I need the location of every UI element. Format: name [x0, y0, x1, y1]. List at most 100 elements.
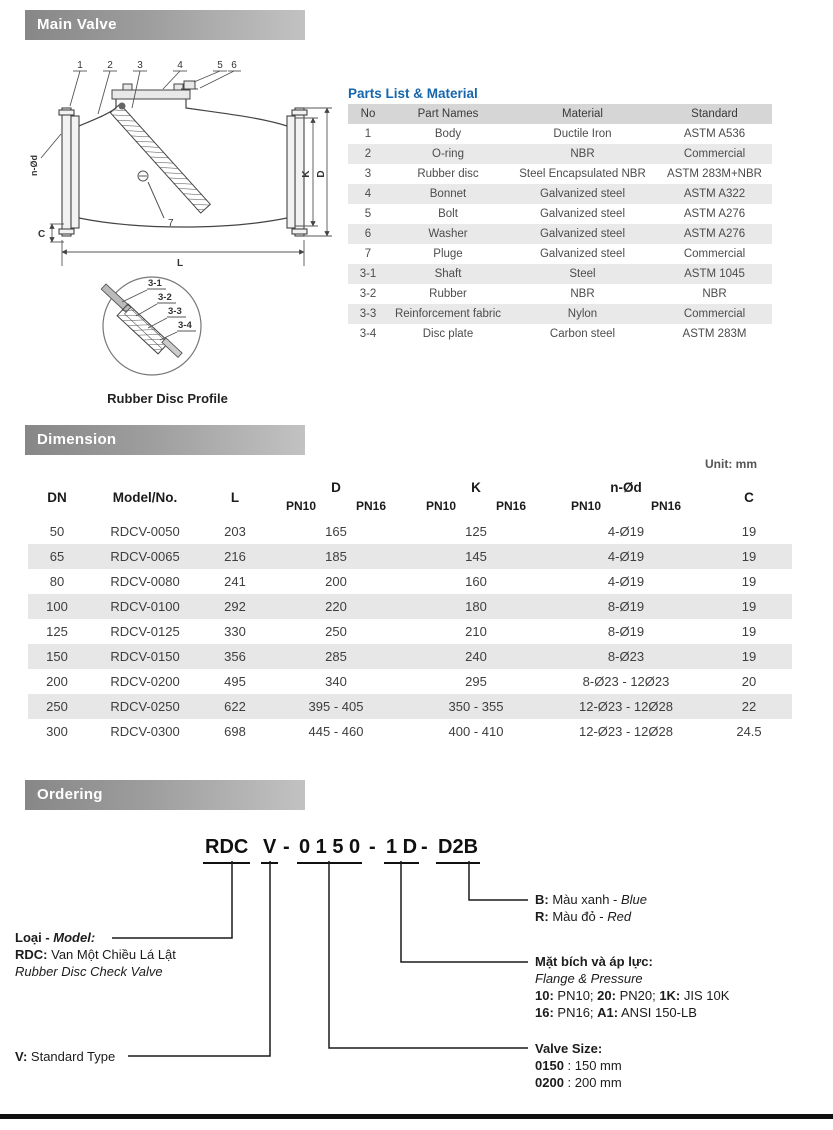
- callout-2: 2: [107, 60, 113, 71]
- table-cell: 300: [46, 724, 68, 739]
- table-cell: ASTM A536: [683, 128, 746, 140]
- main-valve-title: Main Valve: [37, 16, 117, 33]
- flange-title-en: Flange & Pressure: [535, 971, 643, 986]
- table-cell: 2: [348, 144, 388, 164]
- model-callout-line-vn: RDC: Van Một Chiều Lá Lật: [15, 946, 176, 963]
- table-cell: 185: [266, 544, 406, 569]
- table-cell: 3-1: [348, 264, 388, 284]
- table-cell: ASTM A322: [657, 184, 772, 204]
- dim-n-od: n-Ød: [29, 155, 39, 176]
- table-cell: 698: [224, 724, 246, 739]
- dim-header-d: D: [331, 480, 341, 495]
- table-cell: 8-Ø19: [546, 594, 706, 619]
- table-cell: Galvanized steel: [508, 224, 657, 244]
- table-cell: ASTM 283M+NBR: [667, 168, 762, 180]
- table-cell: 1: [364, 128, 372, 140]
- table-cell: 12-Ø23 - 12Ø28: [546, 694, 706, 719]
- table-cell: 4-Ø19: [607, 574, 645, 589]
- table-cell: 180: [406, 594, 546, 619]
- table-cell: 8-Ø23 - 12Ø23: [582, 674, 670, 689]
- table-cell: 622: [204, 694, 266, 719]
- code-segment-model: RDC: [203, 836, 251, 864]
- valve-technical-drawing: 7 1 2 3 4 5 6: [29, 60, 332, 269]
- profile-callout-3-2: 3-2: [158, 292, 172, 303]
- table-cell: Shaft: [388, 264, 508, 284]
- table-cell: 150: [28, 644, 86, 669]
- table-cell: Galvanized steel: [508, 184, 657, 204]
- table-cell: 445 - 460: [308, 724, 364, 739]
- dim-header-k: K: [471, 480, 481, 495]
- size-code-0150: 0150: [535, 1058, 564, 1073]
- dim-header-d-pn16: PN16: [355, 499, 387, 513]
- table-cell: 340: [325, 674, 347, 689]
- dimension-table: DN Model/No. L D K n-Ød C PN10 PN16 PN10…: [28, 476, 792, 744]
- type-label: Standard Type: [27, 1049, 116, 1064]
- code-dash-1: -: [283, 836, 290, 858]
- size-val-200: : 200 mm: [563, 1075, 622, 1090]
- dim-header-n-od: n-Ød: [610, 480, 642, 495]
- dim-K: K: [301, 170, 312, 178]
- table-cell: 203: [224, 524, 246, 539]
- flange-options-line-2: 16: PN16; A1: ANSI 150-LB: [535, 1004, 729, 1021]
- table-cell: RDCV-0300: [110, 724, 180, 739]
- model-code-bold: RDC:: [15, 947, 48, 962]
- color-callout: B: Màu xanh - Blue R: Màu đỏ - Red: [535, 891, 647, 925]
- flange-code-1k: 1K:: [659, 988, 681, 1003]
- table-cell: RDCV-0250: [86, 694, 204, 719]
- callout-4: 4: [177, 60, 183, 71]
- table-cell: 19: [706, 644, 792, 669]
- table-cell: 395 - 405: [266, 694, 406, 719]
- table-cell: NBR: [570, 288, 595, 300]
- table-cell: 100: [28, 594, 86, 619]
- table-cell: 165: [325, 524, 347, 539]
- ordering-title: Ordering: [37, 786, 103, 803]
- section-banner-dimension: Dimension: [25, 425, 305, 455]
- color-red-vn: Màu đỏ -: [548, 909, 608, 924]
- dimension-labels: L C K D n-Ød: [29, 155, 327, 269]
- valve-body: [78, 97, 288, 228]
- table-cell: Carbon steel: [549, 328, 616, 340]
- table-cell: 4: [348, 184, 388, 204]
- dim-header-model: Model/No.: [112, 490, 178, 505]
- parts-header-standard: Standard: [657, 104, 772, 124]
- dim-header-d-pn10: PN10: [285, 499, 317, 513]
- model-callout-title-italic: Model:: [53, 930, 96, 945]
- parts-header-no: No: [348, 104, 388, 124]
- table-cell: NBR: [702, 288, 727, 300]
- table-cell: 250: [28, 694, 86, 719]
- table-cell: Steel: [508, 264, 657, 284]
- profile-callout-3-4: 3-4: [178, 320, 192, 331]
- page-footer-rule: [0, 1114, 833, 1119]
- table-cell: 4-Ø19: [546, 544, 706, 569]
- dim-header-k-pn10: PN10: [425, 499, 457, 513]
- table-cell: Commercial: [657, 304, 772, 324]
- parts-header-part-names: Part Names: [388, 104, 508, 124]
- model-callout: Loại - Model: RDC: Van Một Chiều Lá Lật …: [15, 929, 176, 980]
- model-name-en: Rubber Disc Check Valve: [15, 964, 163, 979]
- table-cell: Rubber disc: [417, 168, 479, 180]
- table-cell: Pluge: [433, 248, 463, 260]
- dim-header-n-pn16: PN16: [650, 499, 682, 513]
- callout-6: 6: [231, 60, 237, 71]
- dimension-pn-header-row: PN10 PN16 PN10 PN16 PN10 PN16: [28, 499, 792, 519]
- code-dash-3: -: [421, 836, 428, 858]
- table-cell: 216: [204, 544, 266, 569]
- table-cell: Commercial: [657, 144, 772, 164]
- section-banner-ordering: Ordering: [25, 780, 305, 810]
- color-blue-vn: Màu xanh -: [548, 892, 621, 907]
- flange-val-pn10: PN10;: [553, 988, 598, 1003]
- table-cell: 125: [46, 624, 68, 639]
- table-cell: Ductile Iron: [553, 128, 612, 140]
- table-cell: 65: [28, 544, 86, 569]
- table-cell: 210: [465, 624, 487, 639]
- table-cell: 241: [224, 574, 246, 589]
- rubber-disc-profile-drawing: 3-1 3-2 3-3 3-4: [100, 276, 202, 376]
